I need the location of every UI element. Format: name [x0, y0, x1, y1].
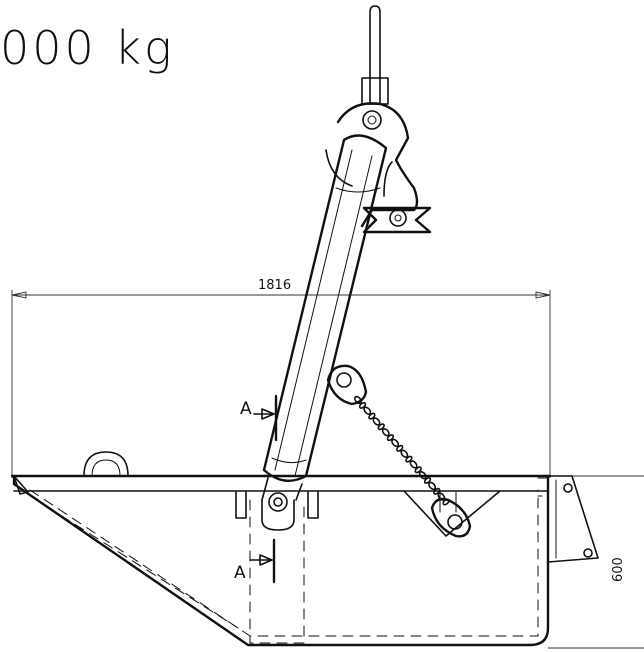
chain-link — [433, 487, 441, 495]
chain-link — [358, 401, 367, 409]
dimension-arrow-left — [11, 291, 27, 299]
chain-link — [414, 466, 422, 474]
hopper-body — [10, 451, 552, 647]
height-dimension-label: 600 — [611, 557, 626, 582]
chain-link — [354, 395, 362, 405]
dimension-arrow-right — [535, 291, 551, 299]
section-marker-upper: A — [240, 394, 278, 442]
section-marker-lower: A — [234, 538, 276, 584]
side-bracket — [537, 475, 599, 563]
capacity-label: 000 kg — [0, 21, 175, 75]
hydraulic-cylinder — [261, 134, 388, 501]
chain-link — [400, 449, 409, 458]
chain-link — [381, 427, 390, 437]
chain-link — [423, 477, 432, 484]
chain-link — [386, 434, 395, 442]
chain-link — [396, 444, 404, 452]
chain-link — [377, 423, 385, 431]
chain-link — [405, 455, 413, 463]
chain-link — [368, 412, 376, 420]
lifting-hook — [325, 5, 432, 234]
chain-link — [409, 460, 418, 469]
section-label-upper: A — [240, 399, 252, 419]
width-dimension-label: 1816 — [258, 278, 291, 293]
chain-links — [354, 395, 450, 506]
height-dimension: 600 — [548, 475, 644, 649]
chain-link — [418, 470, 427, 480]
width-dimension: 1816 — [11, 278, 551, 478]
hook-latch — [362, 206, 432, 234]
cylinder-mount — [235, 490, 319, 644]
section-label-lower: A — [234, 563, 246, 583]
chain-link — [391, 438, 400, 448]
chain-link — [372, 417, 381, 426]
chain — [326, 364, 501, 538]
hopper-handle — [83, 451, 129, 477]
chain-link — [363, 406, 372, 415]
lifting-eye — [369, 5, 381, 105]
chain-link — [428, 481, 437, 491]
